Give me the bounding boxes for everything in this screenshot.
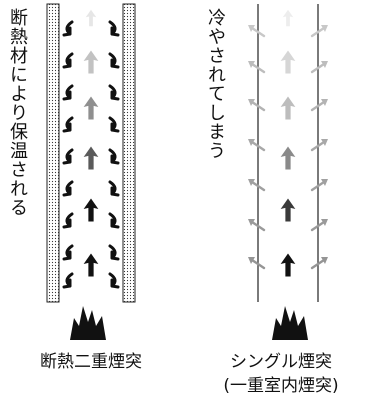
up-arrow-icon <box>280 198 296 222</box>
curl-arrow-icon <box>62 180 74 197</box>
double-chimney-caption: 断熱二重煙突 <box>40 352 142 372</box>
outward-heat-loss-arrows <box>248 25 328 270</box>
insulation-layer-right <box>122 3 136 303</box>
single-chimney-caption-sub: (一重室内煙突) <box>223 376 339 396</box>
insulation-note: 断熱材により保温される <box>7 8 28 217</box>
cooling-note: 冷やされてしまう <box>205 8 226 160</box>
curl-arrow-icon <box>62 20 74 37</box>
up-arrow-icon <box>83 96 99 120</box>
curl-arrow-icon <box>62 148 74 165</box>
curl-arrow-icon <box>108 244 120 261</box>
curl-arrow-icon <box>108 272 120 289</box>
up-arrow-icon <box>280 253 296 277</box>
curl-arrow-icon <box>62 244 74 261</box>
heat-loss-arrow-icon <box>250 62 266 74</box>
heat-loss-arrow-icon <box>310 258 326 270</box>
curl-arrow-icon <box>62 84 74 101</box>
heat-loss-arrow-icon <box>310 140 326 152</box>
up-arrow-icon <box>282 9 294 27</box>
curl-arrow-icon <box>108 116 120 133</box>
single-chimney-caption: シングル煙突 <box>230 352 332 372</box>
insulation-layer-left <box>46 3 60 303</box>
up-arrow-icon <box>83 50 99 74</box>
fire-icon <box>70 306 106 340</box>
up-arrow-icon <box>85 9 97 27</box>
rising-heat-arrows <box>83 9 99 277</box>
heat-loss-arrow-icon <box>310 26 326 38</box>
heat-loss-arrow-icon <box>250 140 266 152</box>
heat-loss-arrow-icon <box>250 180 266 192</box>
up-arrow-icon <box>280 146 296 170</box>
heat-loss-arrow-icon <box>310 180 326 192</box>
curl-arrow-icon <box>108 180 120 197</box>
up-arrow-icon <box>83 198 99 222</box>
curl-arrow-icon <box>62 116 74 133</box>
curl-arrow-icon <box>108 20 120 37</box>
up-arrow-icon <box>83 253 99 277</box>
up-arrow-icon <box>280 50 296 74</box>
heat-loss-arrow-icon <box>310 62 326 74</box>
single-wall-chimney <box>248 4 328 340</box>
inward-curl-arrows <box>62 20 120 289</box>
curl-arrow-icon <box>62 272 74 289</box>
heat-loss-arrow-icon <box>310 220 326 232</box>
up-arrow-icon <box>83 146 99 170</box>
curl-arrow-icon <box>108 52 120 69</box>
up-arrow-icon <box>280 96 296 120</box>
curl-arrow-icon <box>108 84 120 101</box>
curl-arrow-icon <box>62 212 74 229</box>
fire-icon <box>272 306 308 340</box>
heat-loss-arrow-icon <box>250 26 266 38</box>
double-wall-chimney <box>46 3 136 340</box>
heat-loss-arrow-icon <box>250 220 266 232</box>
curl-arrow-icon <box>108 212 120 229</box>
heat-loss-arrow-icon <box>250 258 266 270</box>
curl-arrow-icon <box>62 52 74 69</box>
heat-loss-arrow-icon <box>310 100 326 112</box>
rising-heat-arrows <box>280 9 296 277</box>
heat-loss-arrow-icon <box>250 100 266 112</box>
curl-arrow-icon <box>108 148 120 165</box>
